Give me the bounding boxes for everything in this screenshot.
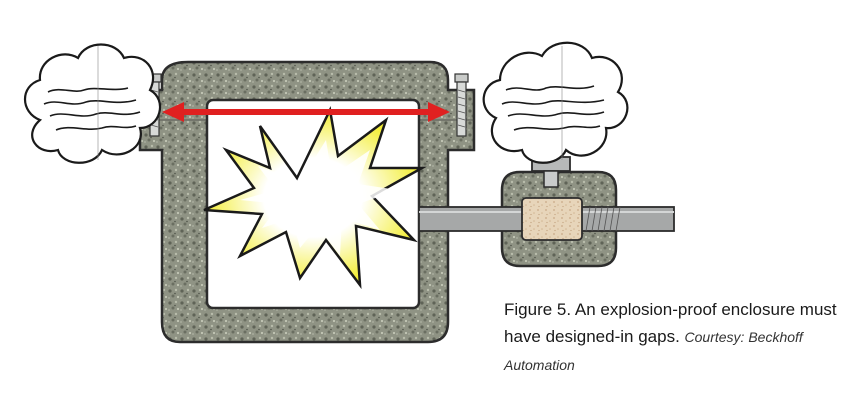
double-arrow-icon bbox=[162, 102, 450, 122]
bolt-icon bbox=[454, 73, 469, 137]
packing-seal bbox=[521, 197, 583, 241]
caption-credit: Courtesy: Beckhoff Automation bbox=[504, 329, 803, 373]
figure-caption: Figure 5. An explosion-proof enclosure m… bbox=[504, 296, 854, 379]
smoke-cloud-icon bbox=[482, 41, 629, 164]
gland-cap-stem bbox=[543, 170, 559, 188]
shaft-threads bbox=[585, 206, 621, 232]
caption-main: Figure 5. An explosion-proof enclosure m… bbox=[504, 300, 837, 346]
smoke-cloud-icon bbox=[24, 43, 161, 164]
